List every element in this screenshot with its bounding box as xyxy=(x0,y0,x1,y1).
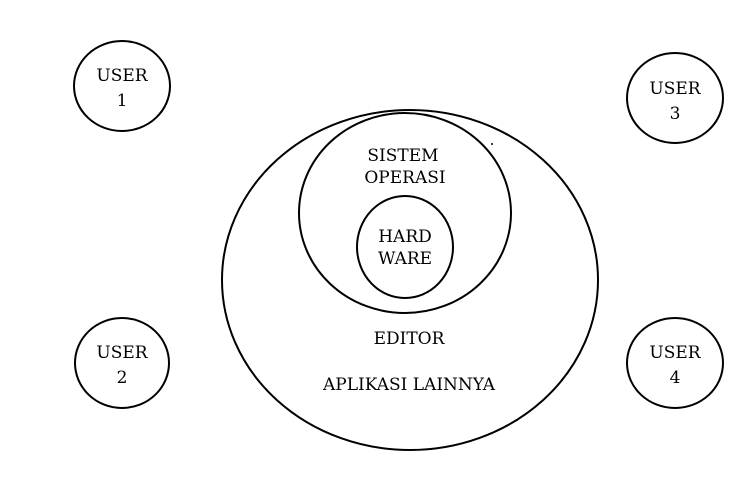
user-2-circle xyxy=(74,317,170,409)
operating-system-layer: SISTEM OPERASI xyxy=(298,112,512,314)
user-3-number: 3 xyxy=(670,104,681,124)
user-3-node: USER 3 xyxy=(626,52,724,144)
hardware-layer: HARD WARE xyxy=(356,195,454,299)
applications-layer: EDITOR APLIKASI LAINNYA xyxy=(221,109,599,451)
stray-dot xyxy=(491,143,493,145)
os-label-line2: OPERASI xyxy=(364,168,445,188)
hardware-label-line1: HARD xyxy=(378,227,432,247)
user-4-node: USER 4 xyxy=(626,317,724,409)
user-2-number: 2 xyxy=(117,368,128,388)
operating-system-circle xyxy=(298,112,512,314)
user-1-circle xyxy=(73,40,171,132)
user-2-label: USER xyxy=(96,343,148,363)
user-3-label: USER xyxy=(649,79,701,99)
applications-circle xyxy=(221,109,599,451)
user-1-label: USER xyxy=(96,66,148,86)
user-2-node: USER 2 xyxy=(74,317,170,409)
user-1-number: 1 xyxy=(117,91,128,111)
user-3-circle xyxy=(626,52,724,144)
editor-label: EDITOR xyxy=(374,329,446,349)
other-apps-label: APLIKASI LAINNYA xyxy=(322,375,496,395)
user-4-circle xyxy=(626,317,724,409)
hardware-circle xyxy=(356,195,454,299)
user-1-node: USER 1 xyxy=(73,40,171,132)
hardware-label-line2: WARE xyxy=(378,249,432,269)
user-4-label: USER xyxy=(649,343,701,363)
os-label-line1: SISTEM xyxy=(367,146,438,166)
user-4-number: 4 xyxy=(670,368,681,388)
